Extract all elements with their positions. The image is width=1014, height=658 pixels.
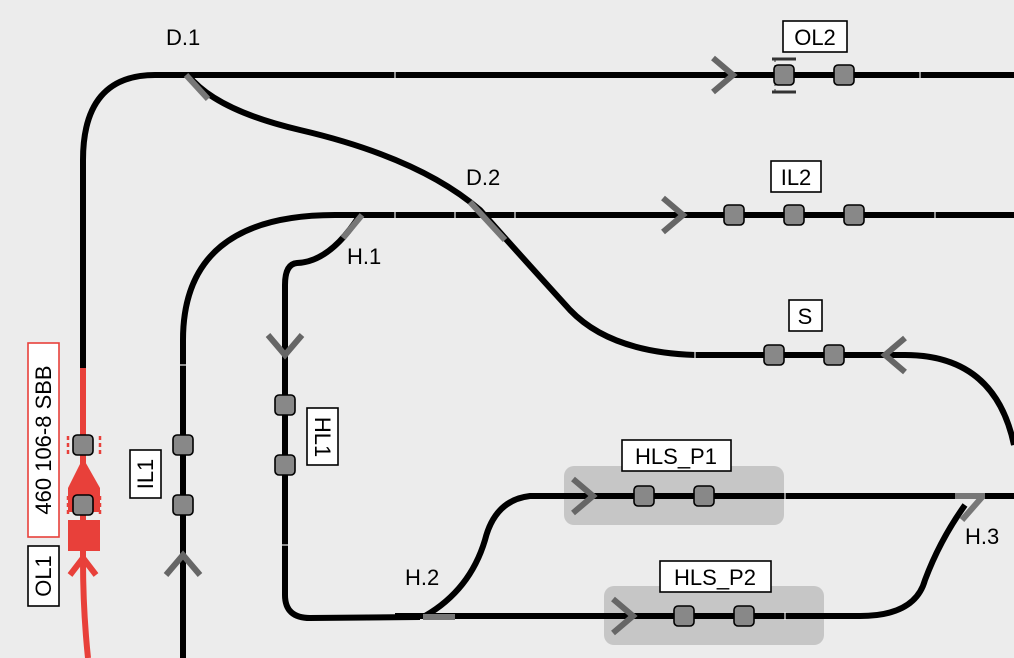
sensor[interactable]	[274, 394, 296, 416]
sensor[interactable]	[673, 605, 695, 627]
sensor[interactable]	[783, 204, 805, 226]
block-hl1-label: HL1	[310, 417, 335, 457]
tracks	[80, 72, 1014, 658]
track-ol1-curve	[80, 72, 156, 368]
sensors	[72, 64, 865, 627]
switch-h3-label: H.3	[965, 524, 999, 549]
sensor[interactable]	[172, 434, 194, 456]
sensor[interactable]	[763, 344, 785, 366]
track-hls-p1	[423, 493, 1014, 619]
block-ol1-label: OL1	[31, 555, 56, 597]
sensor[interactable]	[72, 434, 94, 456]
switch-labels: D.1 D.2 H.1 H.2 H.3	[166, 25, 999, 590]
switch-d1-label: D.1	[166, 25, 200, 50]
block-s-label: S	[798, 304, 813, 329]
switch-d2-label: D.2	[466, 165, 500, 190]
train-locomotive	[68, 520, 100, 551]
sensor[interactable]	[843, 204, 865, 226]
block-hls-p2[interactable]: HLS_P2	[659, 560, 772, 593]
switch-h1-tongue[interactable]	[340, 213, 365, 240]
block-labels: OL2 IL2 S HLS_P1 HLS_P2 IL1 HL1 OL1	[27, 20, 848, 607]
block-hl1[interactable]: HL1	[306, 407, 339, 466]
sensor[interactable]	[823, 344, 845, 366]
block-il1-label: IL1	[133, 459, 158, 490]
arrow-hls-p1-icon	[571, 476, 598, 516]
sensor[interactable]	[72, 494, 94, 516]
block-ol1[interactable]: OL1	[27, 545, 60, 607]
track-diagonal-d1-s	[185, 73, 1014, 446]
direction-arrows	[163, 55, 907, 636]
block-ol2-label: OL2	[794, 25, 836, 50]
sensor[interactable]	[633, 485, 655, 507]
arrow-hl1-icon	[265, 333, 305, 360]
switch-tongues	[183, 72, 986, 620]
sensor[interactable]	[733, 605, 755, 627]
switch-h2-label: H.2	[405, 565, 439, 590]
block-ol2[interactable]: OL2	[782, 20, 848, 53]
block-hls-p1[interactable]: HLS_P1	[621, 439, 732, 472]
switch-d2-tongue[interactable]	[467, 199, 508, 243]
arrow-il2-icon	[661, 195, 688, 235]
block-s[interactable]: S	[788, 299, 823, 332]
ol2-stop-marker	[772, 57, 796, 94]
block-il2-label: IL2	[781, 165, 812, 190]
block-il2[interactable]: IL2	[770, 160, 822, 193]
arrow-il1-icon	[163, 550, 203, 577]
switch-h3-branch-tongue[interactable]	[959, 494, 986, 522]
sensor[interactable]	[773, 64, 795, 86]
train-label[interactable]: 460 106-8 SBB	[27, 342, 60, 538]
switch-d1-tongue[interactable]	[183, 72, 211, 102]
track-h1-branch	[282, 213, 421, 622]
block-il1[interactable]: IL1	[129, 449, 162, 499]
block-hls-p2-label: HLS_P2	[674, 565, 756, 590]
arrow-ol2-icon	[711, 55, 738, 95]
train-direction-arrow-icon	[67, 553, 99, 577]
track-segment-separators	[179, 71, 936, 620]
track-hls-p2	[395, 503, 968, 619]
sensor[interactable]	[723, 204, 745, 226]
sensor[interactable]	[833, 64, 855, 86]
arrow-hls-p2-icon	[611, 596, 638, 636]
sensor[interactable]	[693, 485, 715, 507]
switch-h1-label: H.1	[347, 244, 381, 269]
arrow-s-icon	[880, 335, 907, 375]
sensor[interactable]	[274, 454, 296, 476]
block-hls-p1-label: HLS_P1	[635, 444, 717, 469]
track-il1-curve	[180, 212, 336, 658]
train-name-label: 460 106-8 SBB	[31, 365, 56, 514]
sensor[interactable]	[172, 494, 194, 516]
